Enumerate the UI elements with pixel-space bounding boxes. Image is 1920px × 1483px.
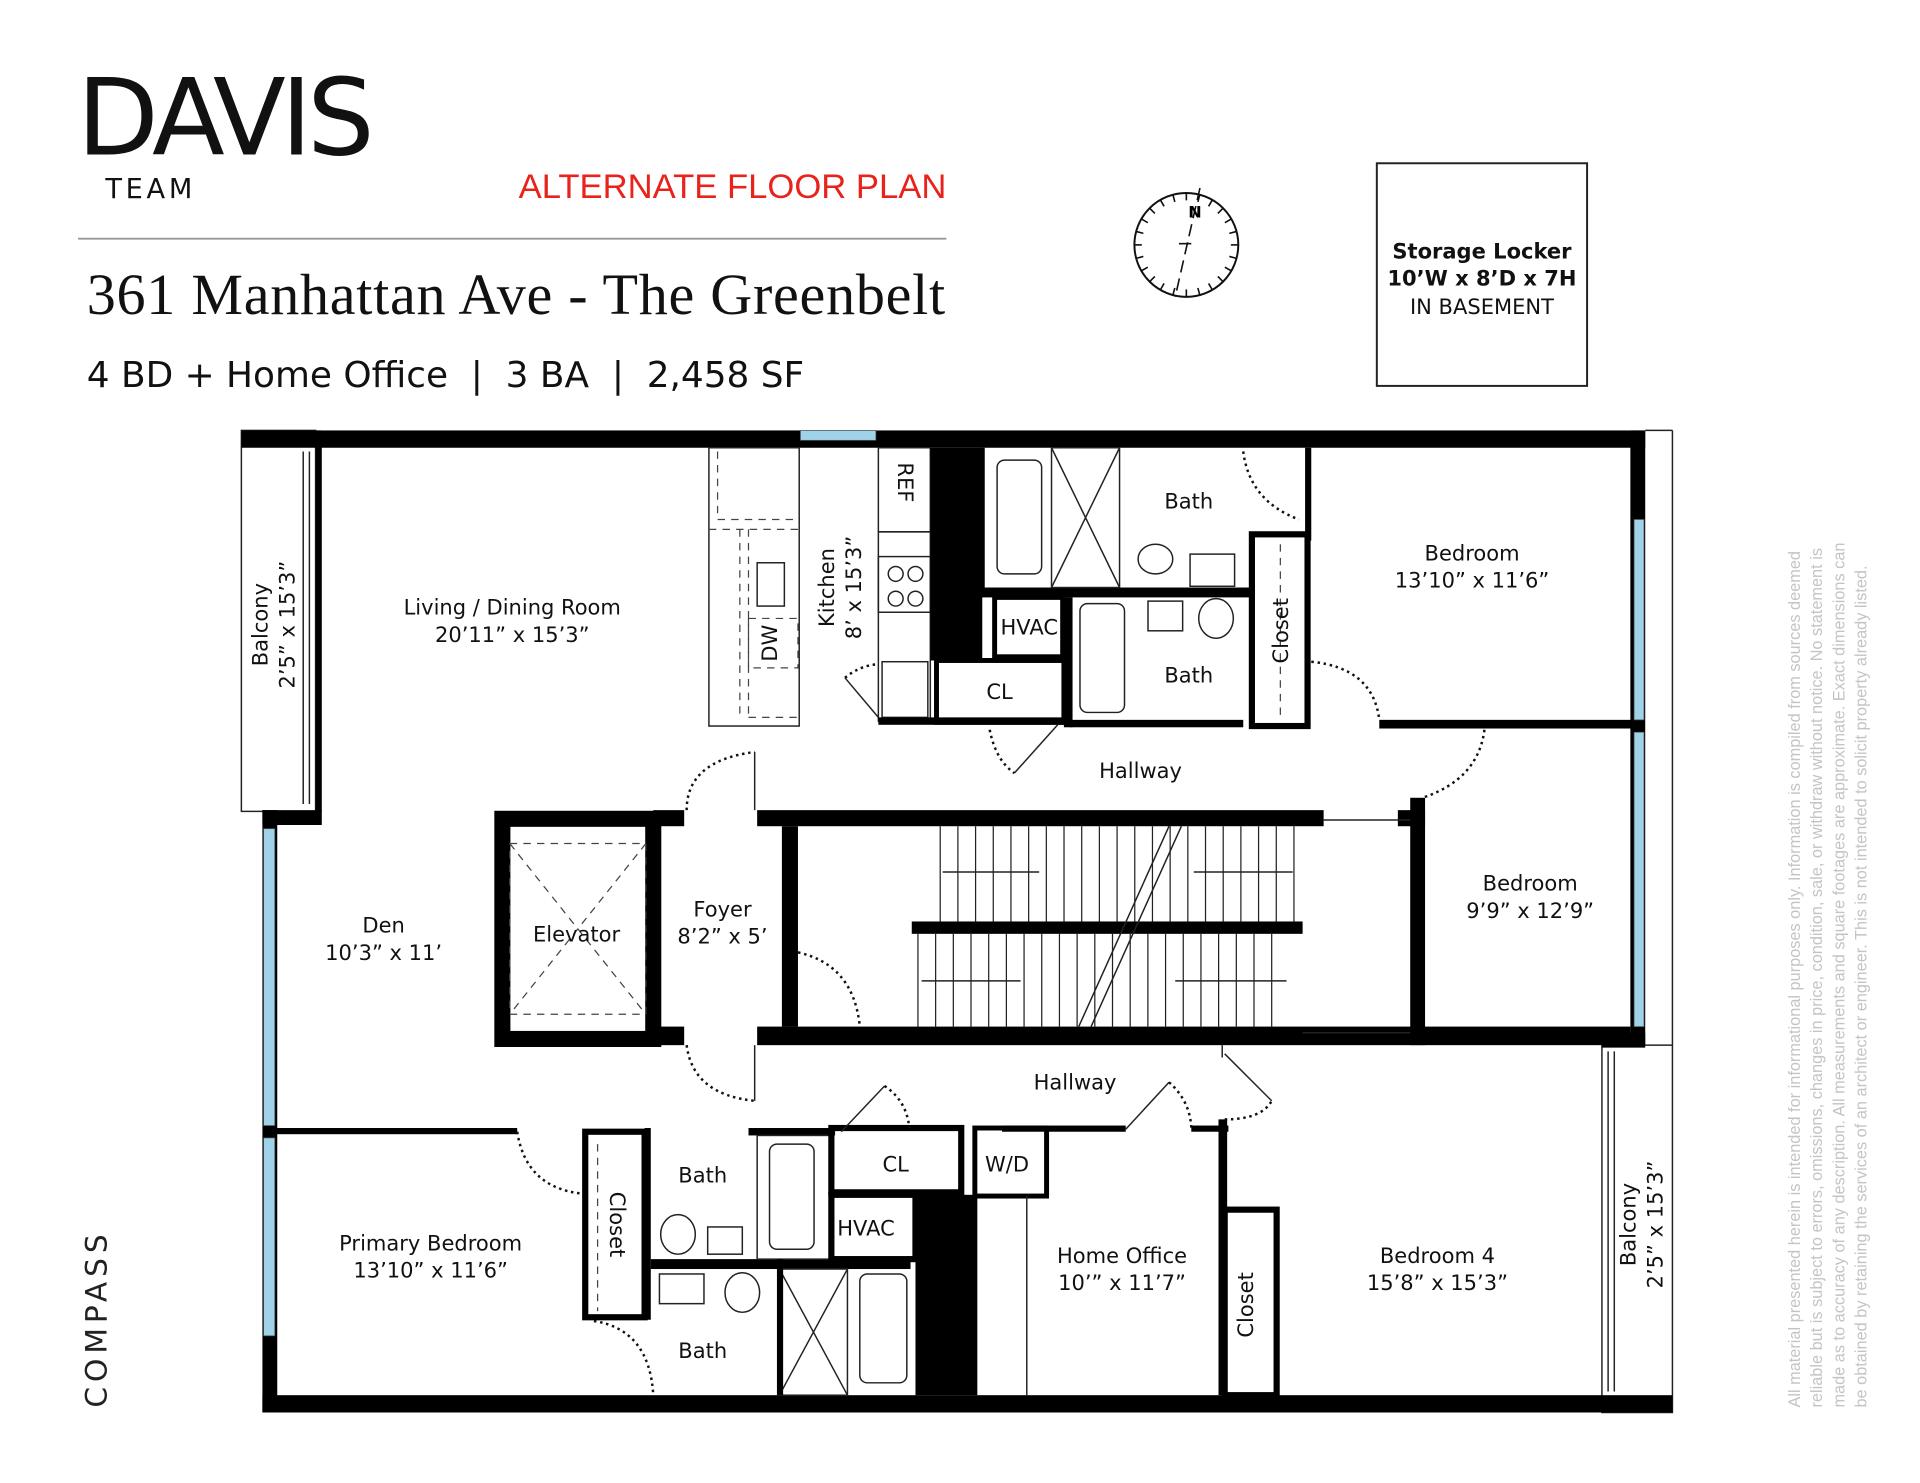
property-summary: 4 BD + Home Office | 3 BA | 2,458 SF — [87, 355, 804, 396]
logo-subtitle: TEAM — [104, 174, 196, 205]
closet-bottom-label: CL — [882, 1151, 909, 1176]
davis-team-logo: DAVIS TEAM — [77, 57, 375, 205]
compass-tick — [1135, 255, 1144, 260]
disclaimer-line: be obtained by retaining the services of… — [1853, 565, 1871, 1407]
den-name: Den — [362, 913, 404, 938]
washer-dryer-label: W/D — [985, 1151, 1029, 1176]
storage-size: 10’W x 8’D x 7H — [1387, 266, 1576, 291]
closet-primary-label: Closet — [605, 1192, 630, 1258]
bedroom-top-name: Bedroom — [1425, 540, 1520, 565]
foyer-name: Foyer — [693, 897, 752, 922]
compass-tick — [1207, 283, 1214, 291]
plan-tag: ALTERNATE FLOOR PLAN — [519, 168, 947, 206]
bedroom-mid-name: Bedroom — [1483, 871, 1578, 896]
kitchen-name: Kitchen — [814, 548, 839, 627]
compass-tick — [1224, 266, 1232, 272]
toilet-icon — [659, 1213, 697, 1255]
compass-north-label: N — [1188, 203, 1201, 222]
compass-tick — [1159, 199, 1165, 207]
sink-icon — [1147, 600, 1184, 632]
foyer-dims: 8’2” x 5’ — [677, 924, 767, 949]
compass-tick — [1140, 266, 1149, 272]
primary-bedroom-name: Primary Bedroom — [339, 1230, 522, 1255]
compass-tick — [1135, 230, 1144, 235]
bathtub-icon — [996, 459, 1043, 575]
fridge-label: REF — [893, 462, 918, 502]
storage-location: IN BASEMENT — [1410, 294, 1554, 319]
primary-bedroom-dims: 13’10” x 11’6” — [353, 1258, 508, 1283]
bathtub-icon — [768, 1143, 815, 1250]
compass-tick — [1217, 207, 1224, 214]
bedroom-mid-dims: 9’9” x 12’9” — [1466, 898, 1594, 923]
property-title: 361 Manhattan Ave - The Greenbelt — [87, 262, 945, 327]
home-office-name: Home Office — [1057, 1243, 1187, 1268]
compass-tick — [1197, 287, 1201, 296]
sink-icon — [658, 1273, 705, 1305]
storage-locker-box: Storage Locker 10’W x 8’D x 7H IN BASEME… — [1375, 162, 1589, 387]
compass-tick — [1217, 275, 1224, 283]
compass-tick — [1149, 207, 1156, 214]
north-compass-icon: N — [1133, 187, 1240, 298]
logo-wordmark: DAVIS — [77, 57, 370, 181]
bath-top-1-label: Bath — [1164, 488, 1213, 513]
balcony-left-dims: 2’5” x 15’3” — [275, 561, 300, 689]
kitchen-dims: 8’ x 15’3” — [841, 536, 866, 640]
sink-icon — [1189, 553, 1236, 588]
hvac-top-label: HVAC — [1001, 615, 1059, 640]
living-dims: 20’11” x 15’3” — [435, 622, 590, 647]
bath-top-2-label: Bath — [1164, 663, 1213, 688]
home-office-dims: 10’” x 11’7” — [1058, 1270, 1186, 1295]
closet-top-bedroom-label: Closet — [1268, 598, 1293, 664]
dishwasher-label: DW — [757, 624, 782, 661]
bathtub-icon — [1079, 602, 1126, 714]
bath-bottom-1-label: Bath — [678, 1162, 727, 1187]
toilet-icon — [1137, 543, 1174, 575]
compass-tick — [1207, 199, 1214, 207]
living-name: Living / Dining Room — [404, 595, 621, 620]
stove-icon — [877, 555, 932, 613]
disclaimer-line: made as to accuracy of any description. … — [1830, 543, 1848, 1408]
floor-plan: DW REF — [240, 429, 1674, 1414]
toilet-icon — [724, 1271, 761, 1314]
hallway-top-label: Hallway — [1099, 758, 1182, 783]
balcony-right-dims: 2’5” x 15’3” — [1643, 1161, 1668, 1289]
elevator-label: Elevator — [533, 921, 620, 946]
closet-top-label: CL — [986, 679, 1013, 704]
compass-tick — [1172, 287, 1176, 296]
bath-bottom-2-label: Bath — [678, 1338, 727, 1363]
disclaimer-line: All material presented herein is intende… — [1786, 551, 1804, 1408]
compass-tick — [1149, 275, 1156, 283]
compass-tick — [1224, 218, 1232, 224]
balcony-left-name: Balcony — [247, 583, 272, 666]
disclaimer-line: reliable but is subject to errors, omiss… — [1808, 548, 1826, 1408]
compass-tick — [1229, 230, 1237, 235]
toilet-icon — [1197, 597, 1235, 639]
bathtub-icon — [859, 1273, 908, 1384]
bedroom4-name: Bedroom 4 — [1380, 1243, 1495, 1268]
compass-tick — [1172, 194, 1176, 203]
den-dims: 10’3” x 11’ — [325, 940, 442, 965]
compass-tick — [1159, 283, 1165, 291]
compass-brand-logo: COMPASS — [79, 1229, 114, 1407]
closet-office-label: Closet — [1233, 1272, 1258, 1338]
disclaimer: All material presented herein is intende… — [1786, 543, 1871, 1408]
storage-title: Storage Locker — [1392, 239, 1572, 264]
bedroom-top-dims: 13’10” x 11’6” — [1395, 568, 1550, 593]
hvac-bottom-label: HVAC — [837, 1216, 895, 1241]
sink-icon — [706, 1226, 744, 1255]
compass-tick — [1229, 255, 1237, 260]
compass-tick — [1197, 194, 1201, 203]
bedroom4-dims: 15’8” x 15’3” — [1367, 1270, 1508, 1295]
compass-tick — [1140, 218, 1149, 224]
hallway-bottom-label: Hallway — [1034, 1070, 1117, 1095]
balcony-right-name: Balcony — [1615, 1183, 1640, 1266]
